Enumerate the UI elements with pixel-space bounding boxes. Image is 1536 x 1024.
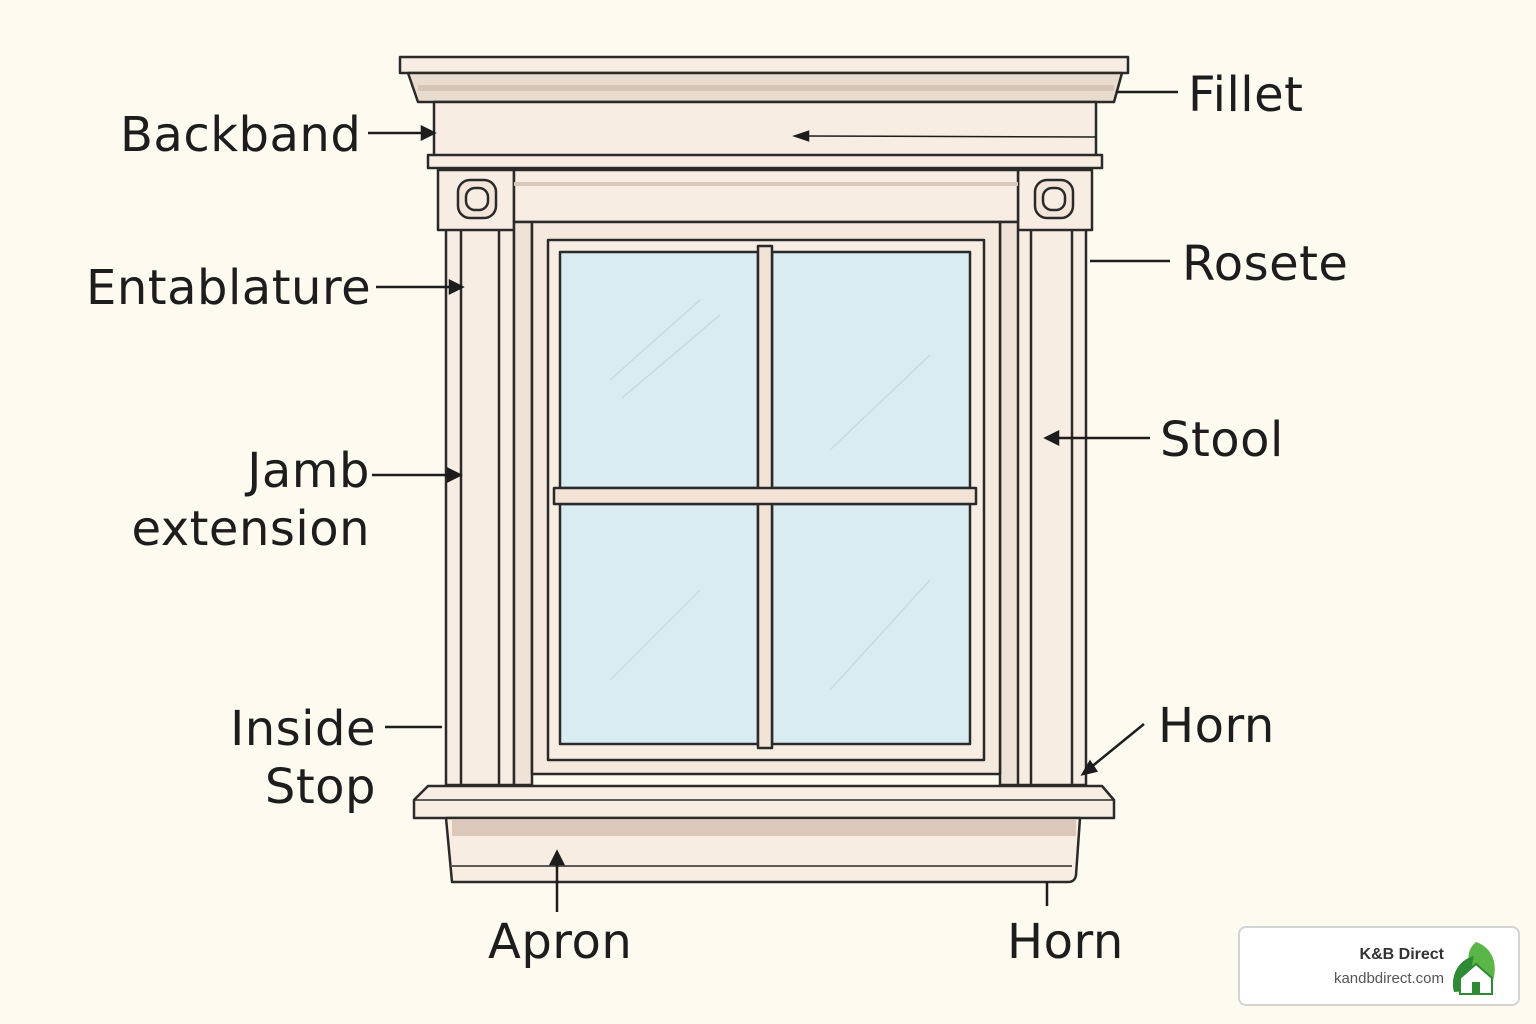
label-apron: Apron bbox=[488, 914, 633, 970]
label-jamb-extension-line1: Jamb bbox=[247, 443, 370, 499]
glass-pane-top-left bbox=[558, 250, 760, 490]
glass-pane-bottom-left bbox=[558, 502, 760, 746]
label-backband: Backband bbox=[120, 107, 362, 163]
brand-badge[interactable]: K&B Direct kandbdirect.com bbox=[1238, 926, 1520, 1006]
house-leaf-logo-icon bbox=[1452, 942, 1495, 995]
glass-panes bbox=[558, 250, 972, 746]
glass-pane-top-right bbox=[770, 250, 972, 490]
label-horn-right: Horn bbox=[1158, 698, 1275, 754]
label-stool: Stool bbox=[1160, 412, 1284, 468]
muntin-horizontal bbox=[552, 486, 978, 506]
brand-url: kandbdirect.com bbox=[1333, 970, 1444, 987]
head-ledge bbox=[426, 153, 1104, 170]
label-inside-stop-line2: Stop bbox=[264, 759, 376, 815]
label-inside-stop-line1: Inside bbox=[230, 701, 376, 757]
head-jamb bbox=[512, 168, 1020, 224]
right-casing bbox=[1014, 168, 1088, 787]
glass-pane-bottom-right bbox=[770, 502, 972, 746]
left-jamb bbox=[512, 220, 534, 787]
label-inside-stop: Inside Stop bbox=[230, 700, 376, 816]
brand-name: K&B Direct bbox=[1359, 946, 1444, 963]
label-jamb-extension-line2: extension bbox=[131, 501, 370, 557]
label-fillet: Fillet bbox=[1188, 67, 1304, 123]
right-jamb bbox=[998, 220, 1020, 787]
label-horn-bottom: Horn bbox=[1007, 914, 1124, 970]
backband bbox=[432, 100, 1098, 158]
label-entablature: Entablature bbox=[86, 260, 372, 316]
cornice-cap bbox=[398, 55, 1130, 75]
label-jamb-extension: Jamb extension bbox=[132, 442, 371, 558]
stool bbox=[412, 784, 1116, 820]
label-rosete: Rosete bbox=[1182, 236, 1349, 292]
